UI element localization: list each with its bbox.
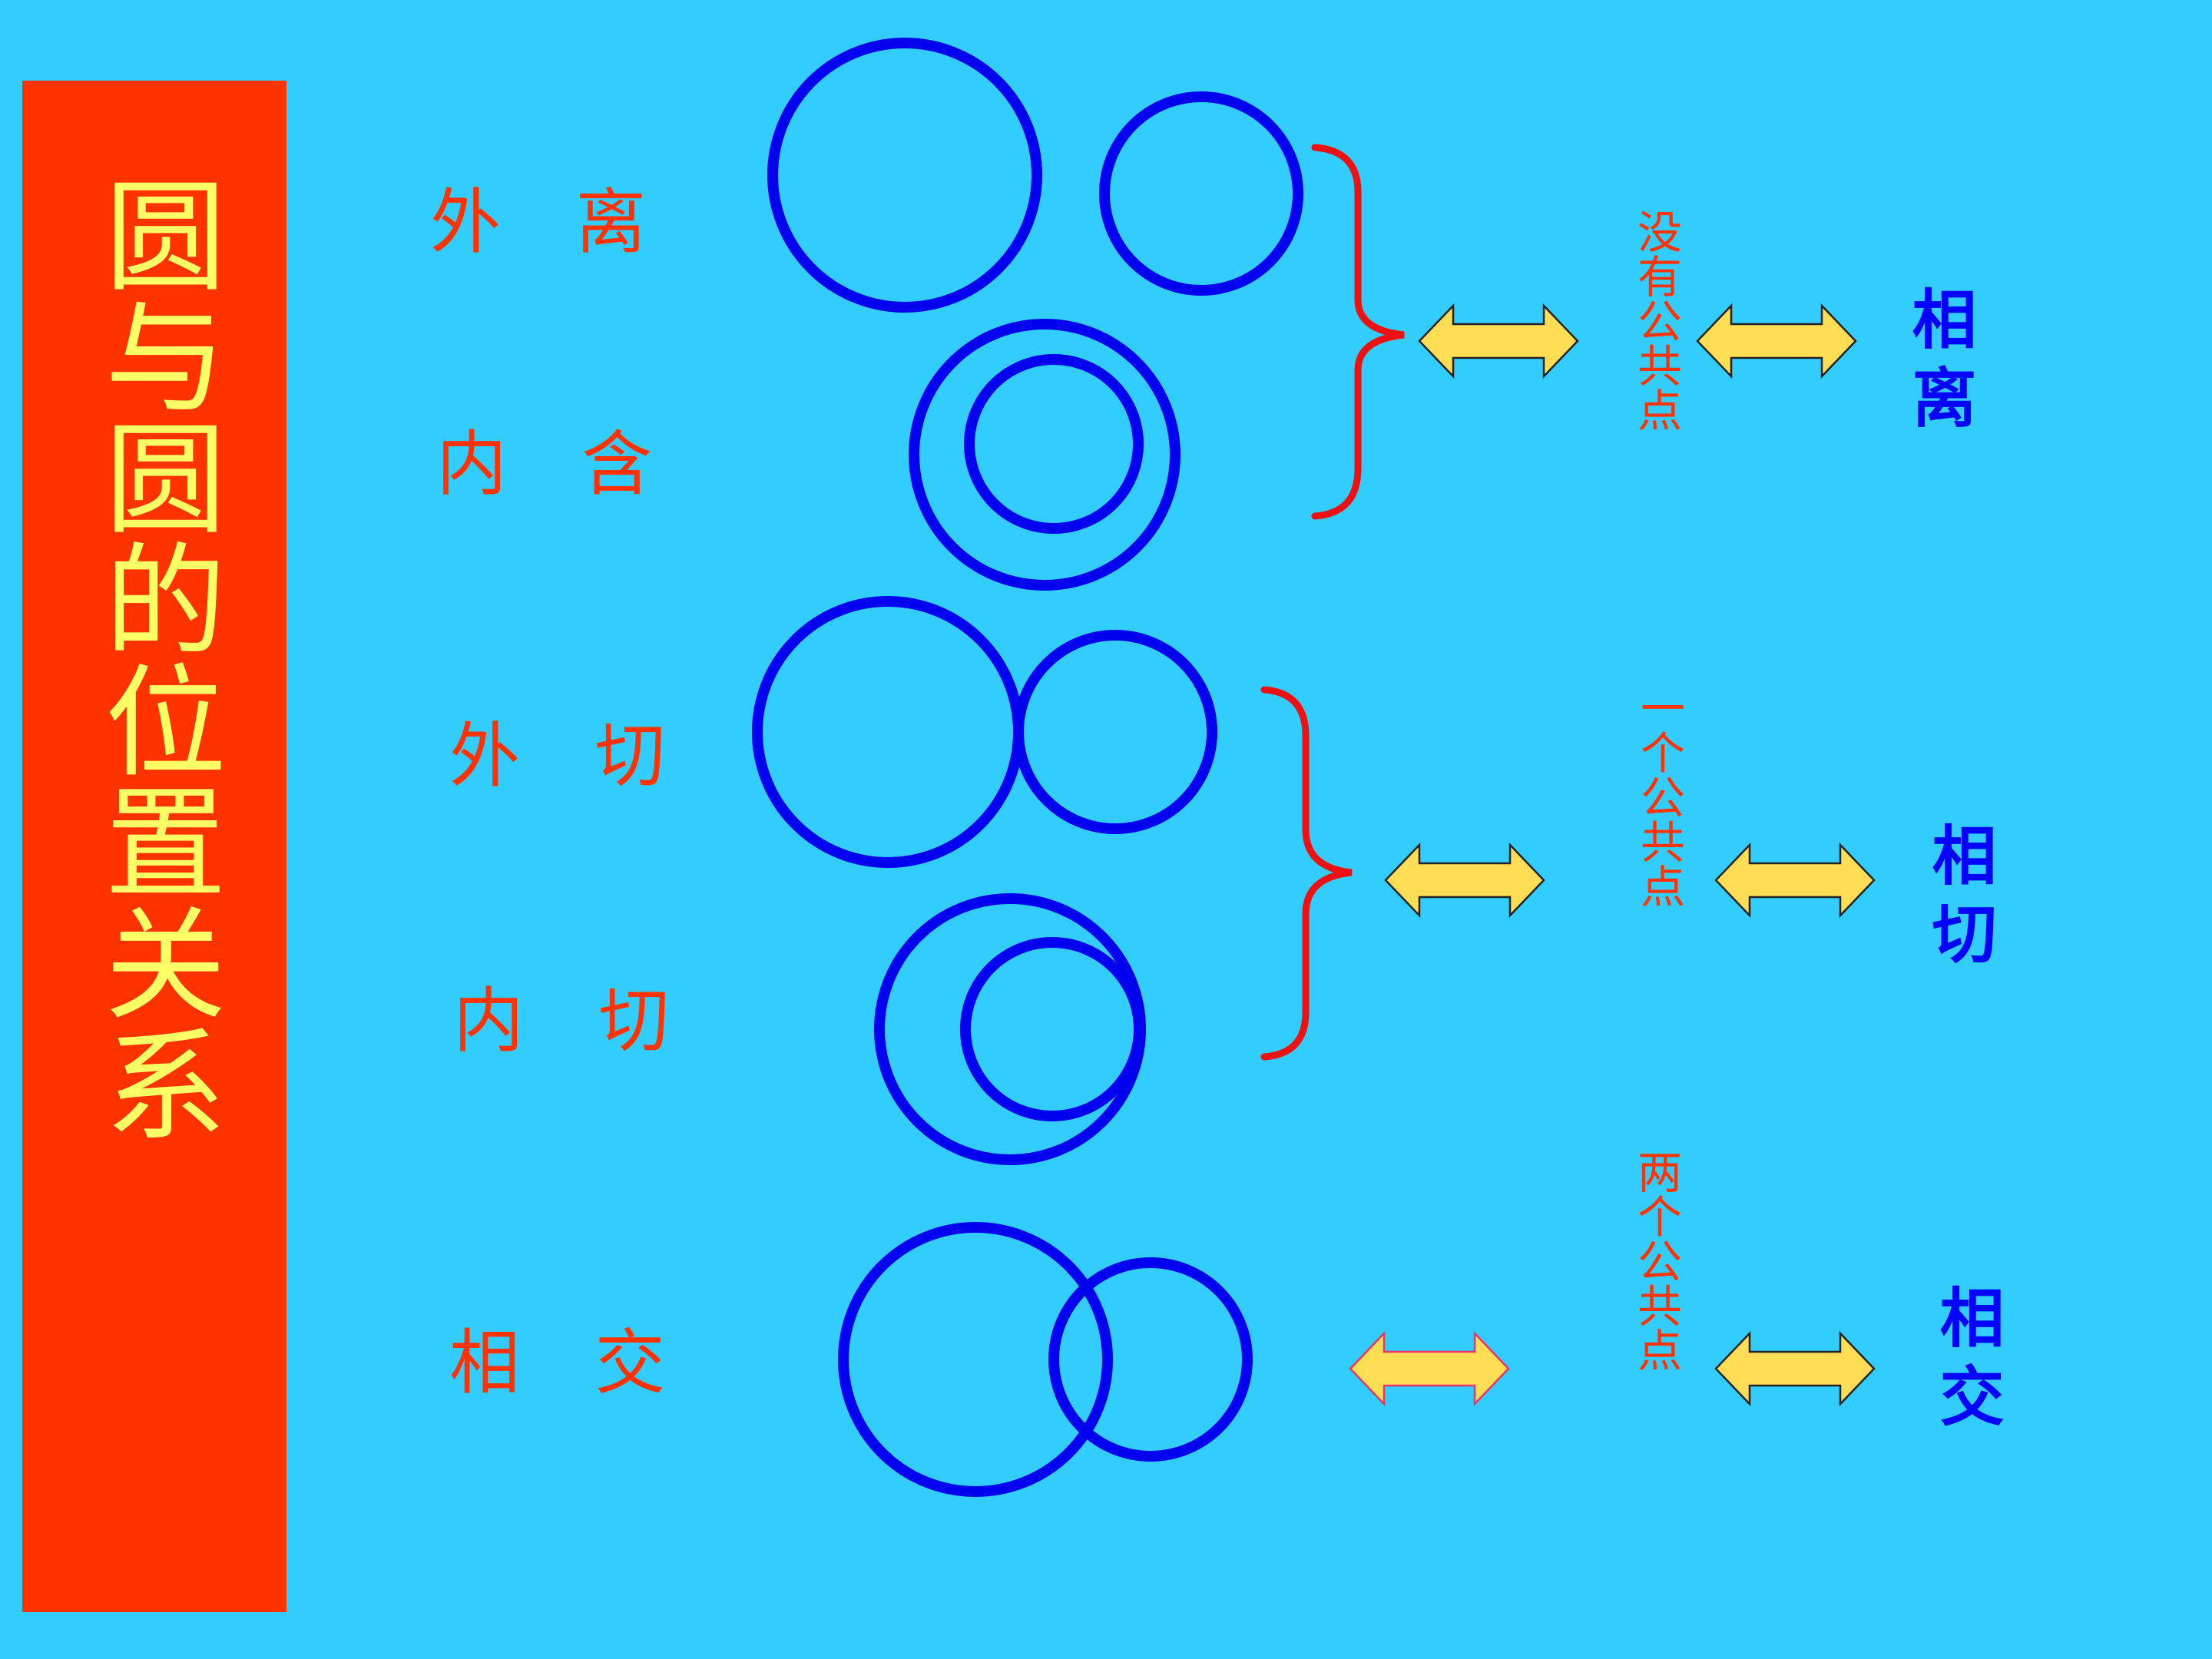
label-internal-tangent: 内 切 <box>453 980 696 1062</box>
double-arrow-icon <box>1384 843 1545 917</box>
text-no-common-point: 没有公共点 <box>1630 209 1682 432</box>
label-internal-contain: 内 含 <box>436 423 679 505</box>
double-arrow-icon <box>1714 1332 1876 1406</box>
title-bar: 圆与圆的位置关系 <box>22 81 286 1612</box>
circle-ext-tangent-small <box>1013 630 1217 834</box>
circle-intersect-small <box>1048 1257 1253 1462</box>
result-intersect: 相交 <box>1929 1284 2005 1441</box>
result-separate: 相离 <box>1902 286 1977 442</box>
text-two-common-points: 两个公共点 <box>1630 1149 1682 1372</box>
circle-separate-large <box>767 38 1042 313</box>
label-intersect: 相 交 <box>449 1322 692 1404</box>
brace-icon <box>1260 686 1353 1061</box>
circle-int-tangent-outer <box>874 893 1146 1165</box>
double-arrow-icon <box>1418 304 1579 378</box>
double-arrow-icon <box>1696 304 1857 378</box>
circle-ext-tangent-large <box>752 596 1024 868</box>
circle-contain-outer <box>909 319 1181 591</box>
circle-intersect-large <box>838 1222 1113 1497</box>
label-external-tangent: 外 切 <box>449 715 692 797</box>
circle-int-tangent-inner <box>960 937 1144 1121</box>
double-arrow-icon <box>1349 1332 1510 1406</box>
double-arrow-icon <box>1714 843 1876 917</box>
label-external-separate: 外 离 <box>430 181 673 263</box>
circle-separate-small <box>1099 91 1303 296</box>
brace-icon <box>1311 144 1405 520</box>
result-tangent: 相切 <box>1922 822 1997 979</box>
slide-title: 圆与圆的位置关系 <box>84 173 225 1144</box>
circle-contain-inner <box>964 354 1144 534</box>
text-one-common-point: 一个公共点 <box>1633 685 1685 908</box>
